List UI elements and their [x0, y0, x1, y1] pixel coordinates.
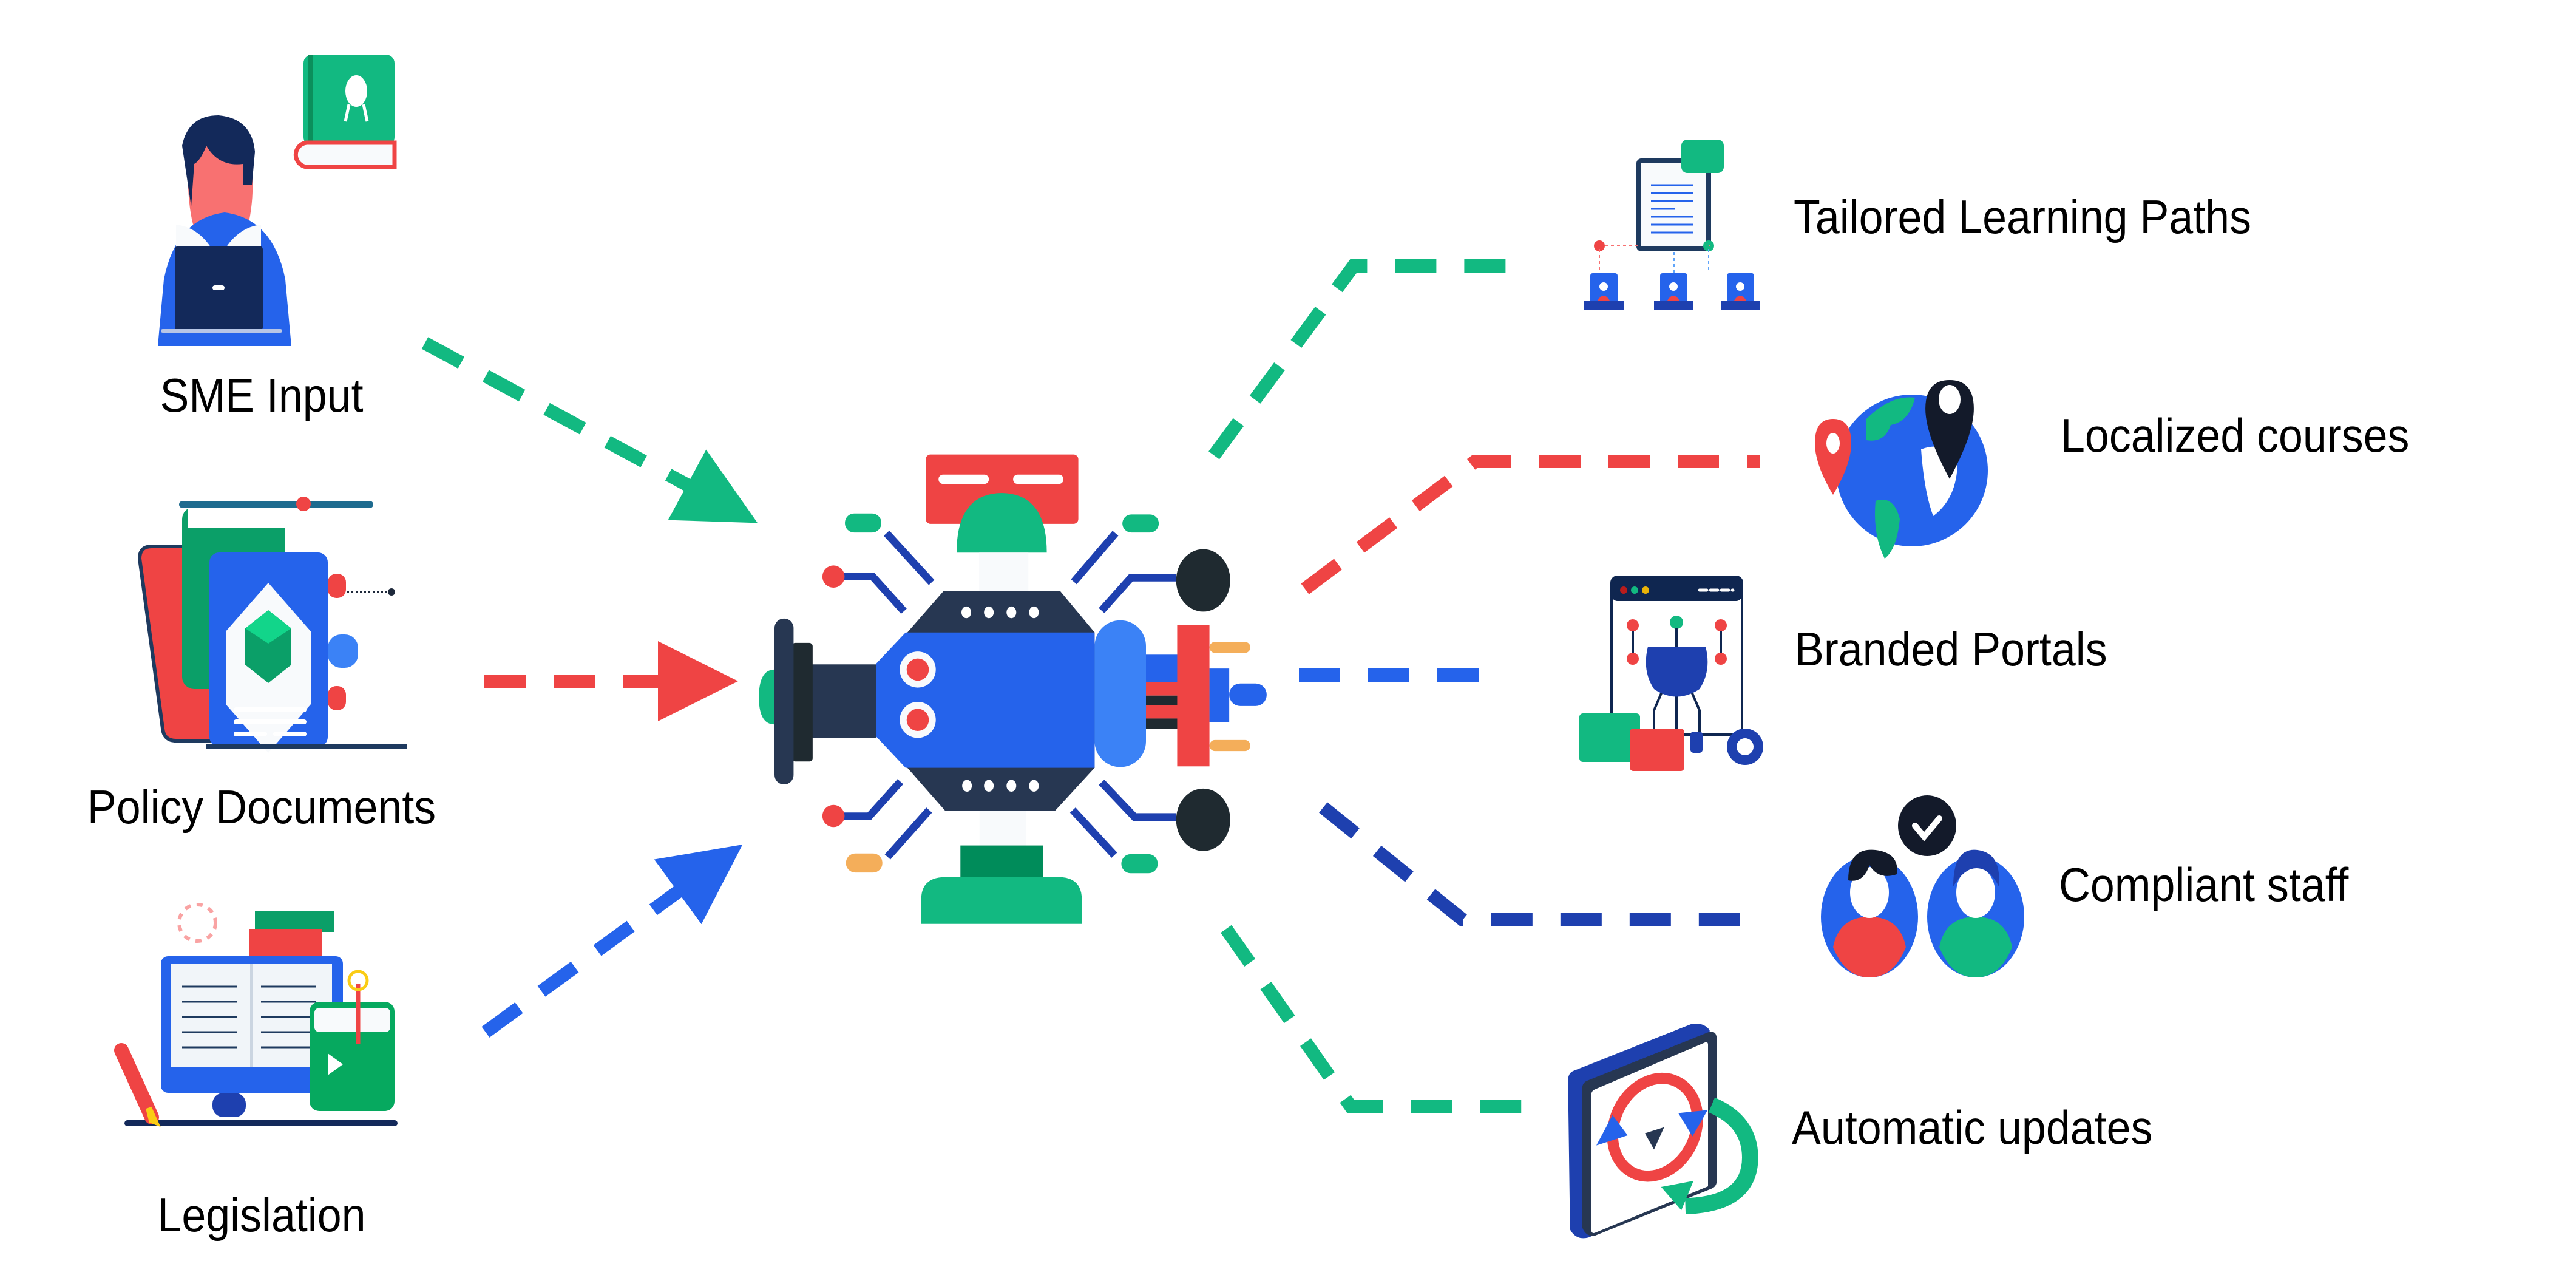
person-laptop-book-icon [158, 55, 397, 346]
output-label-branded-portals: Branded Portals [1795, 622, 2107, 676]
connector-tailored-learning-paths [1208, 259, 1524, 460]
policy-book-icon [137, 497, 407, 753]
learning-hierarchy-icon [1584, 140, 1760, 310]
connector-automatic-updates [1220, 925, 1524, 1113]
staff-check-icon [1821, 795, 2024, 977]
connector-localized-courses [1301, 455, 1760, 594]
input-label-policy-documents: Policy Documents [87, 780, 436, 834]
output-label-compliant-staff: Compliant staff [2059, 858, 2349, 911]
output-label-localized-courses: Localized courses [2061, 409, 2410, 462]
globe-pins-icon [1815, 380, 1988, 559]
robot-processor-icon [759, 454, 1267, 924]
input-label-legislation: Legislation [157, 1188, 366, 1242]
connector-legislation [481, 845, 743, 1038]
output-label-automatic-updates: Automatic updates [1792, 1101, 2153, 1154]
browser-robot-icon [1579, 576, 1763, 771]
legislation-books-icon [114, 903, 398, 1127]
input-label-sme-input: SME Input [160, 369, 364, 422]
output-label-tailored-learning-paths: Tailored Learning Paths [1794, 190, 2251, 243]
refresh-screen-icon [1568, 1024, 1758, 1239]
connector-compliant-staff [1319, 802, 1748, 926]
connector-sme-input [421, 337, 758, 523]
